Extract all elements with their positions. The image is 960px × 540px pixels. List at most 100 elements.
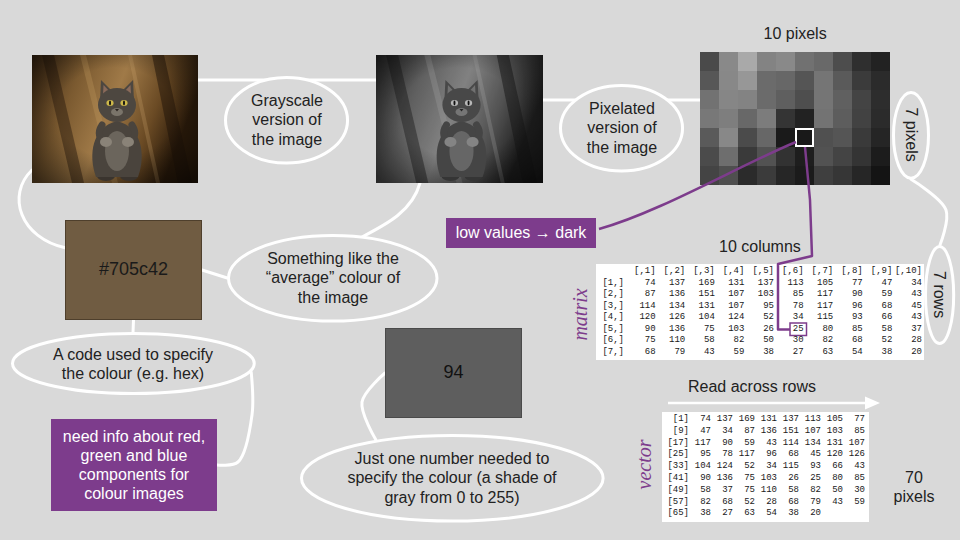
matrix-cell: 38 bbox=[863, 347, 893, 359]
vector-cell: 80 bbox=[821, 473, 843, 485]
matrix-cell: 107 bbox=[715, 301, 745, 313]
pixel-grid bbox=[795, 109, 814, 128]
matrix-cell: 115 bbox=[804, 312, 834, 324]
matrix-cell: 43 bbox=[685, 347, 715, 359]
text-block: low values → dark bbox=[456, 223, 587, 242]
pixel-grid bbox=[757, 71, 776, 90]
column-header: [,7] bbox=[804, 266, 834, 278]
vector-cell: 25 bbox=[799, 473, 821, 485]
leader-line bbox=[360, 183, 420, 238]
matrix-cell: 25 bbox=[774, 324, 804, 336]
matrix-cell: 66 bbox=[863, 312, 893, 324]
pixel-grid bbox=[833, 109, 852, 128]
vector-cell: 79 bbox=[799, 497, 821, 509]
matrix-cell: 43 bbox=[892, 312, 922, 324]
matrix-cell: 134 bbox=[656, 301, 686, 313]
connector-line bbox=[217, 372, 253, 465]
pixel-grid bbox=[814, 109, 833, 128]
matrix-cell: 117 bbox=[804, 301, 834, 313]
matrix-cell: 87 bbox=[626, 289, 656, 301]
vector-cell: 110 bbox=[755, 485, 777, 497]
annotation-ellipse: Grayscale version of the image bbox=[224, 76, 349, 165]
pixel-grid bbox=[833, 71, 852, 90]
vector-cell: 75 bbox=[733, 485, 755, 497]
text-block: #705c42 bbox=[99, 259, 168, 281]
matrix-cell: 77 bbox=[833, 278, 863, 290]
vector-cell: 136 bbox=[711, 473, 733, 485]
index-label: [57] bbox=[665, 497, 689, 509]
node-text: 7 rows bbox=[930, 271, 949, 318]
vector-cell: 34 bbox=[711, 426, 733, 438]
vector-cell: 77 bbox=[843, 414, 865, 426]
pixel-grid bbox=[719, 109, 738, 128]
vector-cell: 104 bbox=[689, 461, 711, 473]
node-text: Grayscale version of the image bbox=[244, 91, 329, 149]
index-label: [17] bbox=[665, 438, 689, 450]
index-label: [1] bbox=[665, 414, 689, 426]
matrix-cell: 26 bbox=[744, 324, 774, 336]
node-text: Something like the “average” colour of t… bbox=[258, 249, 408, 307]
pixel-grid bbox=[795, 52, 814, 71]
arrow-label: Read across rows bbox=[688, 377, 816, 396]
cat-photo bbox=[32, 55, 198, 183]
column-header: [,6] bbox=[774, 266, 804, 278]
annotation-ellipse: A code used to specify the colour (e.g. … bbox=[11, 332, 256, 395]
dimension-label: 10 pixels bbox=[764, 24, 827, 43]
pixel-grid bbox=[833, 90, 852, 109]
node-text: 7 pixels bbox=[901, 108, 920, 162]
matrix-cell: 82 bbox=[715, 335, 745, 347]
text-block: 7 pixels bbox=[901, 108, 920, 162]
vector-cell: 75 bbox=[733, 473, 755, 485]
text-block: Just one number needed to specify the co… bbox=[342, 449, 562, 507]
matrix-cell: 90 bbox=[626, 324, 656, 336]
matrix-cell: 85 bbox=[833, 324, 863, 336]
pixel-grid bbox=[871, 52, 890, 71]
ellipse-outline bbox=[226, 77, 348, 163]
pixel-grid bbox=[852, 109, 871, 128]
vector-cell: 113 bbox=[799, 414, 821, 426]
pixel-grid bbox=[795, 90, 814, 109]
matrix-cell: 28 bbox=[892, 335, 922, 347]
pixel-grid bbox=[738, 52, 757, 71]
dimension-label: 70 pixels bbox=[886, 468, 942, 506]
vector-cell: 105 bbox=[821, 414, 843, 426]
column-header: [,8] bbox=[833, 266, 863, 278]
vector-cell: 58 bbox=[689, 485, 711, 497]
vector-cell: 66 bbox=[821, 461, 843, 473]
matrix-cell: 68 bbox=[626, 347, 656, 359]
vector-cell: 26 bbox=[777, 473, 799, 485]
pixel-grid bbox=[700, 52, 890, 185]
pixel-grid bbox=[833, 166, 852, 185]
connector-line bbox=[362, 373, 385, 440]
pixel-grid bbox=[719, 128, 738, 147]
ellipse-outline bbox=[926, 247, 954, 344]
vector-cell: 107 bbox=[799, 426, 821, 438]
row-header: [6,] bbox=[598, 335, 624, 347]
vector-cell: 114 bbox=[777, 438, 799, 450]
vector-cell: 50 bbox=[821, 485, 843, 497]
pixel-grid bbox=[719, 90, 738, 109]
vector-cell: 126 bbox=[843, 449, 865, 461]
vector-cell: 85 bbox=[843, 473, 865, 485]
vector-cell: 43 bbox=[821, 497, 843, 509]
row-header: [3,] bbox=[598, 301, 624, 313]
vector-cell: 103 bbox=[821, 426, 843, 438]
vector-cell: 63 bbox=[733, 508, 755, 520]
connector-line bbox=[911, 179, 947, 245]
node-text: A code used to specify the colour (e.g. … bbox=[46, 345, 221, 383]
matrix-cell: 137 bbox=[656, 278, 686, 290]
row-header: [7,] bbox=[598, 347, 624, 359]
column-header: [,3] bbox=[685, 266, 715, 278]
read-arrow bbox=[865, 397, 880, 410]
vector-cell: 136 bbox=[755, 426, 777, 438]
vector-cell: 82 bbox=[799, 485, 821, 497]
matrix-cell: 90 bbox=[833, 289, 863, 301]
matrix-cell: 63 bbox=[804, 347, 834, 359]
vector-cell: 87 bbox=[733, 426, 755, 438]
pixel-grid bbox=[871, 71, 890, 90]
pixel-grid bbox=[871, 147, 890, 166]
dimension-ellipse: 7 rows bbox=[924, 245, 955, 345]
index-label: [33] bbox=[665, 461, 689, 473]
vector-cell: 30 bbox=[843, 485, 865, 497]
matrix-cell: 104 bbox=[685, 312, 715, 324]
